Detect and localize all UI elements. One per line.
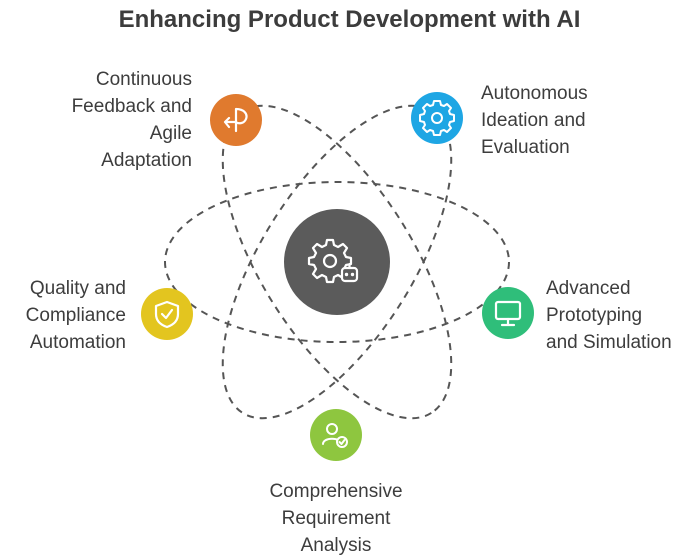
label-comprehensive: Comprehensive Requirement Analysis <box>269 481 403 556</box>
node-advanced-circle <box>482 287 534 339</box>
gear-icon <box>419 100 455 136</box>
label-autonomous: Autonomous Ideation and Evaluation <box>481 83 588 158</box>
loop-arrow-icon <box>223 107 248 133</box>
shield-check-icon <box>154 300 180 329</box>
node-quality <box>141 288 193 340</box>
node-quality-circle <box>141 288 193 340</box>
user-check-icon <box>322 423 348 448</box>
orbit-horizontal <box>164 181 510 343</box>
diagram-title: Enhancing Product Development with AI <box>118 6 581 33</box>
center-hub <box>284 209 390 315</box>
node-continuous <box>210 94 262 146</box>
node-comprehensive <box>310 409 362 461</box>
label-advanced: Advanced Prototyping and Simulation <box>546 278 672 353</box>
node-autonomous-circle <box>411 92 463 144</box>
node-autonomous <box>411 92 463 144</box>
gear-robot-icon <box>307 238 359 284</box>
node-comprehensive-circle <box>310 409 362 461</box>
label-quality: Quality and Compliance Automation <box>25 278 126 353</box>
monitor-icon <box>494 300 522 327</box>
label-continuous: Continuous Feedback and Agile Adaptation <box>71 69 192 171</box>
node-advanced <box>482 287 534 339</box>
orbit-diagonal-a <box>221 104 453 420</box>
